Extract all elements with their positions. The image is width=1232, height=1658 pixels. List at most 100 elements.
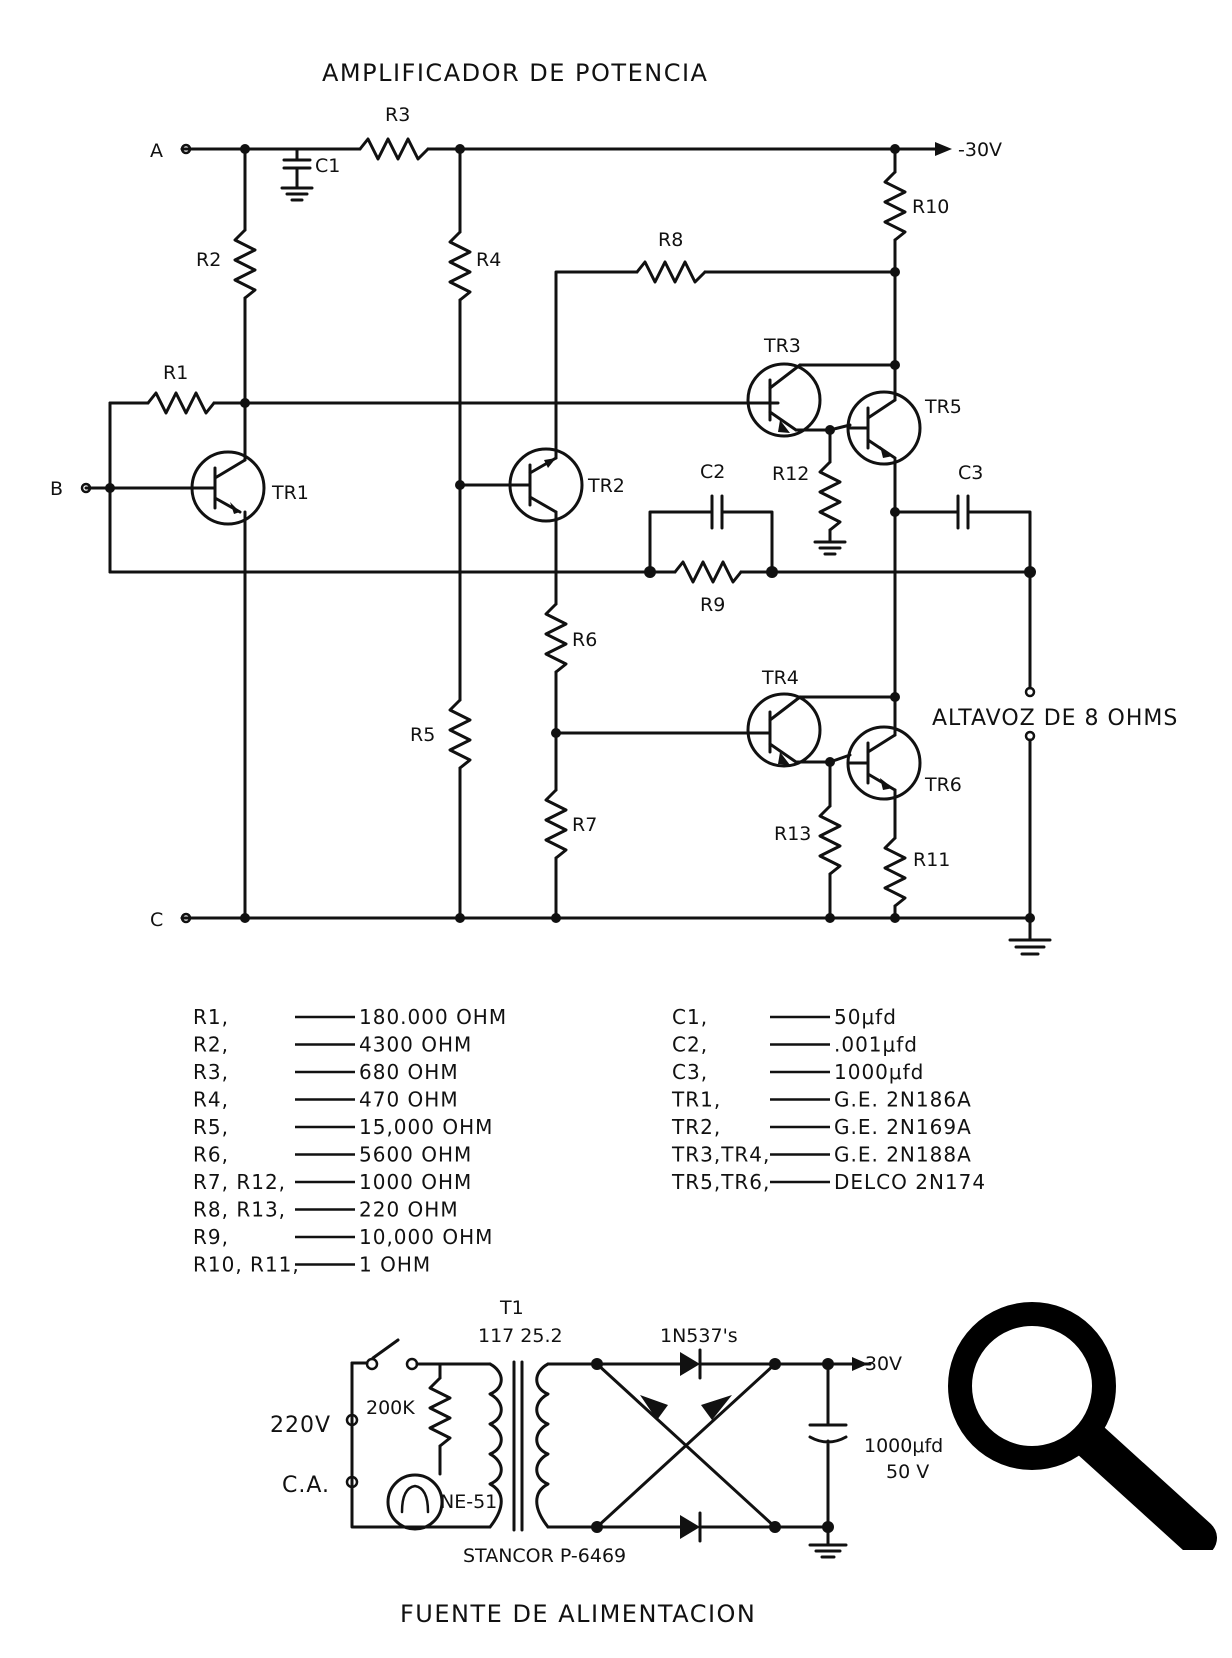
part-value: 1000μfd (834, 1060, 924, 1084)
transformer-voltages: 117 25.2 (478, 1325, 563, 1347)
r4-r5-divider (448, 147, 512, 920)
part-ref: R2, (193, 1033, 229, 1057)
r3-label: R3 (385, 104, 410, 126)
input-type-label: C.A. (282, 1473, 330, 1498)
r12-branch (813, 428, 847, 556)
r5-label: R5 (410, 724, 435, 746)
part-value: 680 OHM (359, 1060, 459, 1084)
c2-label: C2 (700, 461, 725, 483)
transformer-model: STANCOR P-6469 (463, 1545, 626, 1567)
supply-output-label: -30V (858, 1353, 902, 1375)
transistor-tr4: TR4 (746, 667, 897, 768)
transistor-tr5: TR5 (846, 363, 962, 466)
capacitor-c3 (893, 494, 1032, 574)
r1-label: R1 (163, 362, 188, 384)
zoom-button[interactable] (930, 1290, 1230, 1557)
top-rail (180, 137, 952, 161)
part-ref: C1, (672, 1005, 708, 1029)
parts-row: R5, 15,000 OHM (193, 1115, 493, 1139)
magnifier-icon (948, 1302, 1217, 1557)
part-ref: TR5,TR6, (671, 1170, 770, 1194)
transformer-label: T1 (499, 1297, 524, 1319)
part-value: 220 OHM (359, 1198, 459, 1222)
part-value: G.E. 2N169A (834, 1115, 972, 1139)
part-value: 15,000 OHM (359, 1115, 493, 1139)
r4-label: R4 (476, 249, 501, 271)
r8-label: R8 (658, 229, 683, 251)
part-value: DELCO 2N174 (834, 1170, 986, 1194)
part-ref: R7, R12, (193, 1170, 286, 1194)
part-ref: TR3,TR4, (671, 1143, 770, 1167)
part-value: G.E. 2N188A (834, 1143, 972, 1167)
part-value: 1 OHM (359, 1253, 431, 1277)
output-column (883, 147, 907, 920)
part-value: 10,000 OHM (359, 1225, 493, 1249)
part-value: 50μfd (834, 1005, 897, 1029)
input-voltage-label: 220V (270, 1413, 331, 1438)
speaker-label: ALTAVOZ DE 8 OHMS (932, 706, 1178, 731)
filter-cap-value: 1000μfd (864, 1435, 943, 1457)
transistor-tr1: TR1 (190, 450, 309, 920)
power-supply: TR1 T1 117 25.2 1N537's -30V 220V C.A. 2… (270, 1297, 943, 1628)
parts-row: R2, 4300 OHM (193, 1033, 472, 1057)
r10-label: R10 (912, 196, 949, 218)
r13-branch (818, 760, 842, 920)
part-ref: R10, R11, (193, 1253, 300, 1277)
transistor-tr6: TR6 (846, 695, 962, 801)
parts-row: C3,1000μfd (672, 1060, 924, 1084)
terminal-a: A (150, 140, 192, 162)
tr2-label: TR2 (587, 475, 625, 497)
part-value: 4300 OHM (359, 1033, 472, 1057)
part-value: .001μfd (834, 1033, 918, 1057)
r2-label: R2 (196, 249, 221, 271)
part-value: 1000 OHM (359, 1170, 472, 1194)
parts-row: TR5,TR6, DELCO 2N174 (671, 1170, 986, 1194)
part-ref: R6, (193, 1143, 229, 1167)
r12-label: R12 (772, 463, 809, 485)
parts-row: R9,10,000 OHM (193, 1225, 493, 1249)
junction-dots (105, 144, 1036, 923)
parts-row: TR3,TR4, G.E. 2N188A (671, 1143, 972, 1167)
c2-r9-network (648, 494, 1032, 584)
parts-row: R8, R13, 220 OHM (193, 1198, 459, 1222)
resistor-200k-label: 200K (366, 1397, 415, 1419)
parts-row: R4,470 OHM (193, 1088, 458, 1112)
power-supply-title: FUENTE DE ALIMENTACION (400, 1600, 756, 1628)
part-ref: TR1, (671, 1088, 721, 1112)
part-ref: R5, (193, 1115, 229, 1139)
tr4-label: TR4 (761, 667, 799, 689)
part-value: 180.000 OHM (359, 1005, 507, 1029)
terminal-c-label: C (150, 909, 163, 931)
parts-row: TR1,G.E. 2N186A (671, 1088, 971, 1112)
part-value: 5600 OHM (359, 1143, 472, 1167)
supply-label: -30V (958, 139, 1002, 161)
part-ref: R4, (193, 1088, 229, 1112)
parts-row: R1, 180.000 OHM (193, 1005, 507, 1029)
diagram-title: AMPLIFICADOR DE POTENCIA (322, 59, 708, 87)
r6-label: R6 (572, 629, 597, 651)
terminal-a-label: A (150, 140, 163, 162)
tr6-label: TR6 (924, 774, 962, 796)
r13-label: R13 (774, 823, 811, 845)
part-ref: R1, (193, 1005, 229, 1029)
r7-label: R7 (572, 814, 597, 836)
c3-label: C3 (958, 462, 983, 484)
diodes-label: 1N537's (660, 1325, 738, 1347)
part-ref: C2, (672, 1033, 708, 1057)
part-ref: R8, R13, (193, 1198, 286, 1222)
r8-branch (635, 260, 897, 284)
terminal-b-label: B (50, 478, 63, 500)
tr5-label: TR5 (924, 396, 962, 418)
filter-cap-voltage: 50 V (886, 1461, 929, 1483)
tr1-label: TR1 (271, 482, 309, 504)
tr3-label: TR3 (763, 335, 801, 357)
speaker-terminals (1024, 570, 1036, 920)
capacitor-c1: C1 (280, 147, 340, 202)
c1-label: C1 (315, 155, 340, 177)
parts-row: R6, 5600 OHM (193, 1143, 472, 1167)
parts-row: R10, R11, 1 OHM (193, 1253, 431, 1277)
r9-label: R9 (700, 594, 725, 616)
